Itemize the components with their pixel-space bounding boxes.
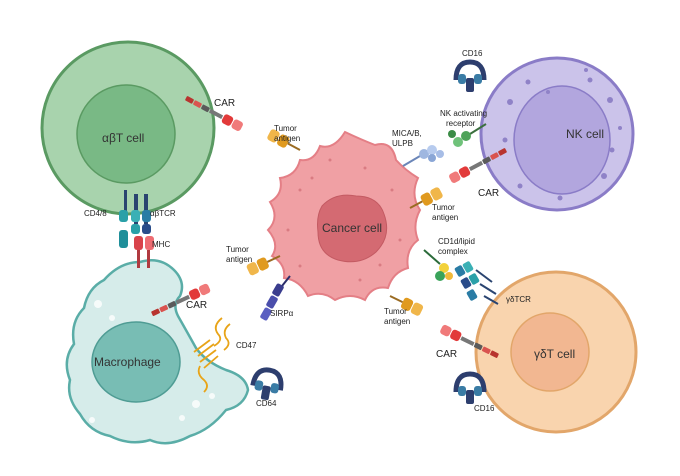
abtcr-label: αβTCR [150, 209, 176, 218]
mac-vesicles [89, 300, 215, 423]
nk-granules [502, 68, 622, 201]
cd16-top-label: CD16 [462, 49, 483, 58]
cd1d-label-2: complex [438, 247, 468, 256]
mica-ulpb [402, 145, 444, 167]
tumor-antigen-nk-label-2: antigen [432, 213, 458, 222]
gdt-cell-label: γδT cell [534, 347, 575, 361]
car-top-label: CAR [214, 98, 235, 109]
cd64 [251, 368, 284, 402]
nk-receptor-label-1: NK activating [440, 109, 487, 118]
mica-label-2: ULPB [392, 139, 413, 148]
nk-receptor-label-2: receptor [446, 119, 476, 128]
car-gdt-label: CAR [436, 349, 457, 360]
gdtcr [454, 261, 499, 305]
sirpa [260, 275, 291, 321]
tumor-antigen-top-label-2: antigen [274, 134, 300, 143]
tumor-antigen-top-label-1: Tumor [274, 124, 297, 133]
cd16-bottom-label: CD16 [474, 404, 495, 413]
cd48-label: CD4/8 [84, 209, 107, 218]
nk-cell-label: NK cell [566, 127, 604, 141]
cd16-top [456, 62, 484, 92]
cancer-dots [286, 158, 402, 282]
tcr-mhc-complex [119, 190, 154, 268]
abt-cell-label: αβT cell [102, 131, 144, 145]
macrophage-cell [65, 259, 250, 445]
car-mac-label: CAR [186, 300, 207, 311]
sirpa-label: SIRPα [270, 309, 294, 318]
cd47 [193, 317, 231, 393]
abt-cell [40, 40, 216, 216]
macrophage-label: Macrophage [94, 355, 161, 369]
nk-activating-receptor [448, 123, 487, 147]
cd64-label: CD64 [256, 399, 277, 408]
gdtcr-label: γδTCR [506, 295, 531, 304]
tumor-antigen-gdt-label-2: antigen [384, 317, 410, 326]
mhc-label: MHC [152, 240, 170, 249]
cancer-cell-label: Cancer cell [322, 221, 382, 235]
mica-label-1: MICA/B, [392, 129, 422, 138]
nk-cell [479, 56, 635, 212]
cd1d-label-1: CD1d/lipid [438, 237, 475, 246]
cancer-cell [266, 130, 422, 302]
cd47-label: CD47 [236, 341, 257, 350]
cd1d-lipid-complex [423, 249, 453, 281]
cd16-bottom [456, 374, 484, 404]
tumor-antigen-nk-label-1: Tumor [432, 203, 455, 212]
tumor-antigen-gdt-label-1: Tumor [384, 307, 407, 316]
tumor-antigen-mac-label-2: antigen [226, 255, 252, 264]
gdt-cell [474, 270, 638, 434]
tumor-antigen-mac-label-1: Tumor [226, 245, 249, 254]
car-nk-label: CAR [478, 188, 499, 199]
